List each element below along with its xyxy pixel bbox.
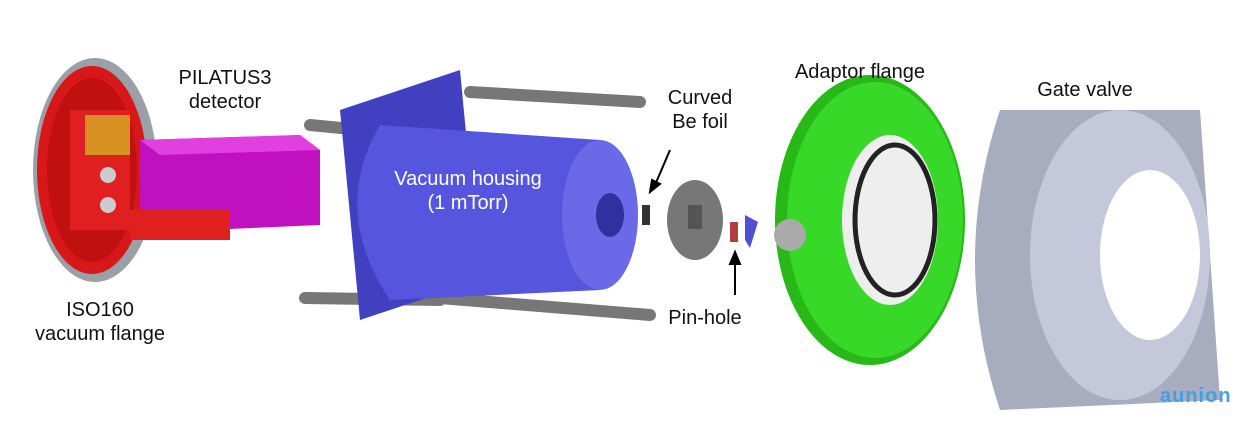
annotation-arrows xyxy=(648,149,742,295)
detector-label-line1: PILATUS3 xyxy=(178,67,272,89)
flange-label-line1: ISO160 xyxy=(66,299,134,321)
vacuum-housing xyxy=(340,70,638,320)
gate-valve xyxy=(975,110,1220,410)
gate-label: Gate valve xyxy=(1037,79,1133,101)
housing-label: Vacuum housing(1 mTorr) xyxy=(378,167,558,215)
flange-label-line2: vacuum flange xyxy=(34,323,166,345)
housing-label-line2: (1 mTorr) xyxy=(427,192,509,214)
be-foil-assembly xyxy=(642,180,758,260)
housing-label-line1: Vacuum housing xyxy=(394,168,542,190)
detector-label-line2: detector xyxy=(188,91,262,113)
foil-label-line1: Curved xyxy=(667,87,733,109)
watermark-logo: aunion xyxy=(1160,385,1232,407)
foil-label-line2: Be foil xyxy=(672,111,728,133)
pinhole-label: Pin-hole xyxy=(668,307,742,329)
adaptor-label: Adaptor flange xyxy=(794,61,926,83)
pilatus3-detector xyxy=(130,135,320,240)
iso160-flange xyxy=(33,58,157,282)
adaptor-flange xyxy=(774,75,965,365)
